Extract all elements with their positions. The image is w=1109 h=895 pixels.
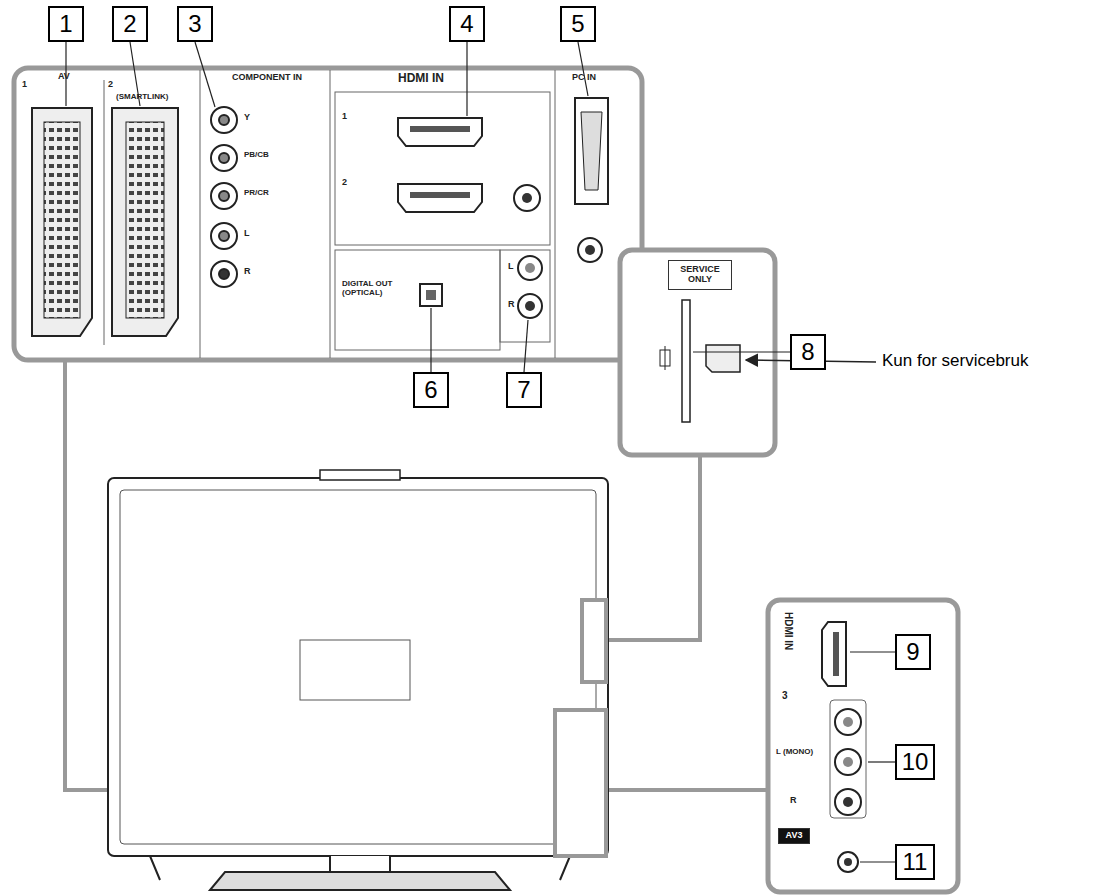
- node-text: 10: [902, 748, 929, 776]
- connector-label: AV: [58, 72, 70, 82]
- node-text: 7: [517, 376, 530, 404]
- callout-number: 6: [413, 372, 449, 408]
- connector-label: HDMI IN: [398, 72, 444, 85]
- callout-number: 3: [177, 6, 213, 42]
- node-text: 9: [906, 638, 919, 666]
- connector-label: 3: [782, 690, 788, 701]
- callout-number: 8: [790, 334, 826, 370]
- av3-plate: AV3: [778, 828, 810, 844]
- callout-number: 5: [560, 6, 596, 42]
- connector-label: COMPONENT IN: [232, 73, 302, 83]
- callout-number: 2: [112, 6, 148, 42]
- node-text: 3: [188, 10, 201, 38]
- connector-label: PR/CR: [244, 189, 269, 198]
- callout-number: 11: [895, 844, 935, 880]
- connector-label: Y: [244, 113, 250, 123]
- note-text: Kun for servicebruk: [882, 352, 1028, 371]
- connector-label: L: [244, 229, 250, 239]
- node-text: SERVICE ONLY: [672, 265, 728, 285]
- node-text: 8: [801, 338, 814, 366]
- connector-label: R: [244, 267, 251, 277]
- connector-label: PB/CB: [244, 151, 269, 160]
- node-text: 2: [123, 10, 136, 38]
- connector-label: 1: [342, 112, 347, 122]
- connector-label: L (MONO): [776, 748, 820, 757]
- node-text: AV3: [786, 831, 803, 841]
- connector-label: PC IN: [572, 73, 596, 83]
- connector-label: DIGITAL OUT (OPTICAL): [342, 280, 404, 298]
- node-text: 6: [424, 376, 437, 404]
- node-text: 5: [571, 10, 584, 38]
- callout-number: 7: [506, 372, 542, 408]
- connector-label: L: [508, 262, 514, 272]
- callout-number: 4: [449, 6, 485, 42]
- connector-label: HDMI IN: [783, 612, 794, 650]
- callout-number: 10: [895, 744, 935, 780]
- callout-number: 1: [48, 6, 84, 42]
- callout-number: 9: [895, 634, 931, 670]
- connector-label: 2: [108, 80, 113, 90]
- service-plate: SERVICE ONLY: [668, 260, 732, 290]
- connector-label: (SMARTLINK): [116, 93, 168, 102]
- connector-label: 1: [22, 80, 27, 90]
- connector-label: R: [790, 796, 797, 806]
- node-text: 4: [460, 10, 473, 38]
- node-text: 11: [903, 848, 928, 876]
- connector-label: 2: [342, 178, 347, 188]
- node-text: 1: [59, 10, 72, 38]
- connector-label: R: [508, 300, 515, 310]
